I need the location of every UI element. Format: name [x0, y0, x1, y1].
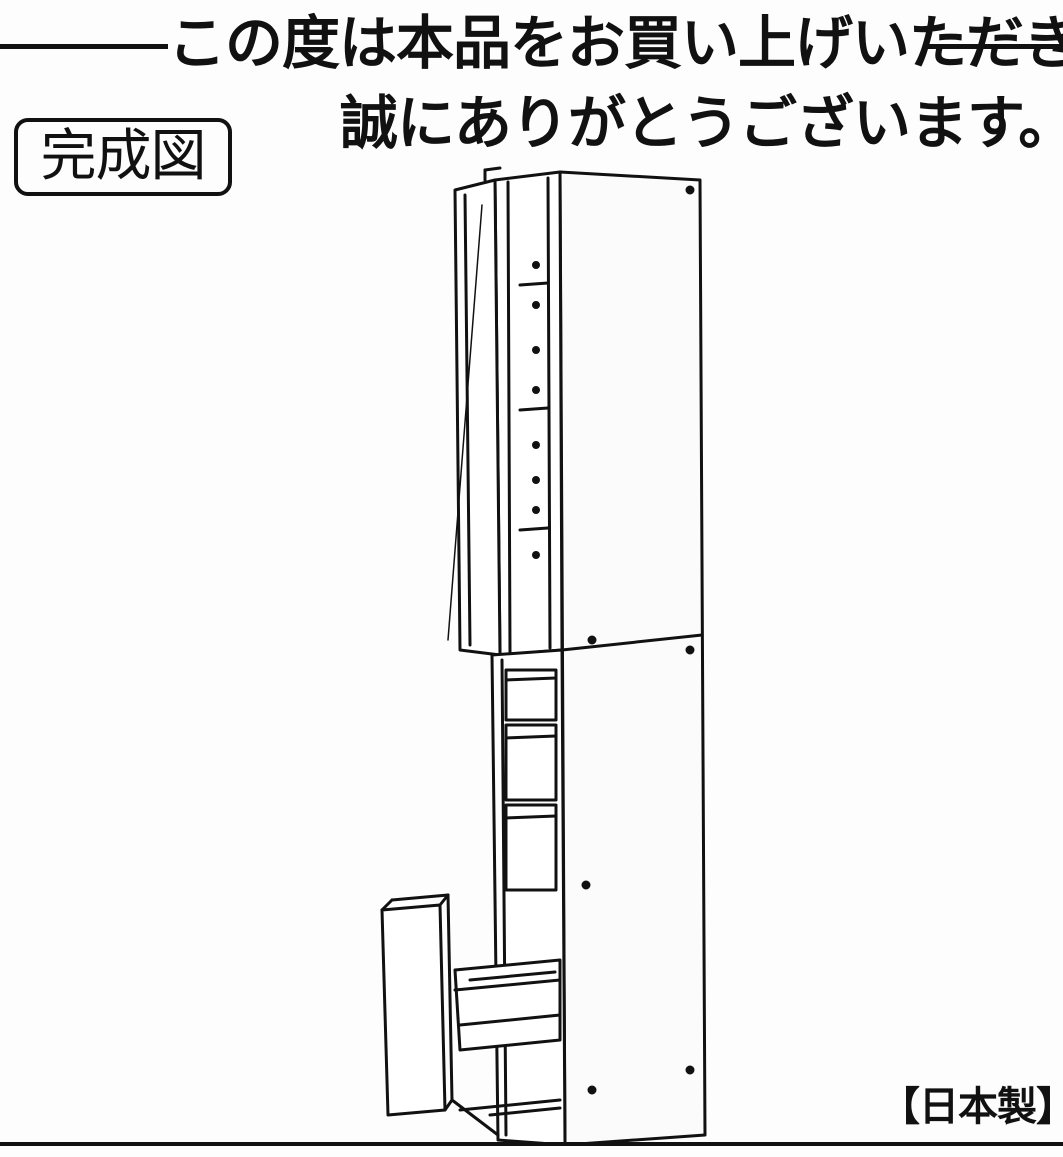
greeting-line-1: この度は本品をお買い上げいただき: [168, 9, 1063, 77]
lower-unit: [490, 648, 567, 1145]
decorative-rule-right: [928, 44, 1063, 49]
decorative-rule-left: [0, 44, 168, 49]
greeting-line-2: 誠にありがとうございます。: [340, 89, 1063, 157]
page-bottom-border: [0, 1142, 1063, 1146]
pullout-drawer: [380, 893, 562, 1137]
storage-cabinet-illustration: [360, 160, 740, 1145]
made-in-japan-label: 【日本製】: [880, 1084, 1063, 1130]
upper-unit: [493, 170, 564, 657]
completed-diagram-label: 完成図: [14, 118, 232, 196]
upper-door: [447, 166, 502, 657]
cabinet-side-panel: [558, 170, 707, 1145]
